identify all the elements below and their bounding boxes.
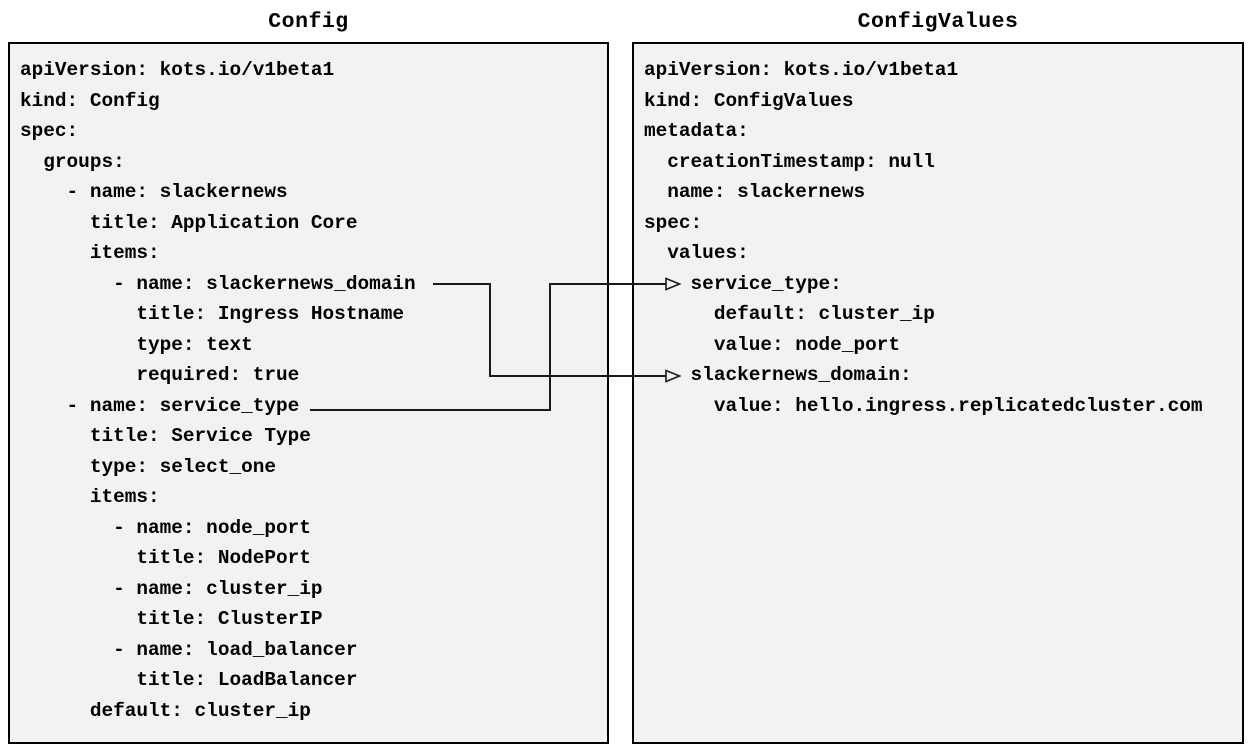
configvalues-yaml-code: apiVersion: kots.io/v1beta1 kind: Config…	[644, 59, 1203, 417]
config-code-panel: apiVersion: kots.io/v1beta1 kind: Config…	[8, 42, 609, 744]
configvalues-panel-title: ConfigValues	[857, 10, 1019, 34]
config-panel-title: Config	[268, 10, 349, 34]
configvalues-code-panel: apiVersion: kots.io/v1beta1 kind: Config…	[632, 42, 1244, 744]
config-yaml-code: apiVersion: kots.io/v1beta1 kind: Config…	[20, 59, 416, 722]
